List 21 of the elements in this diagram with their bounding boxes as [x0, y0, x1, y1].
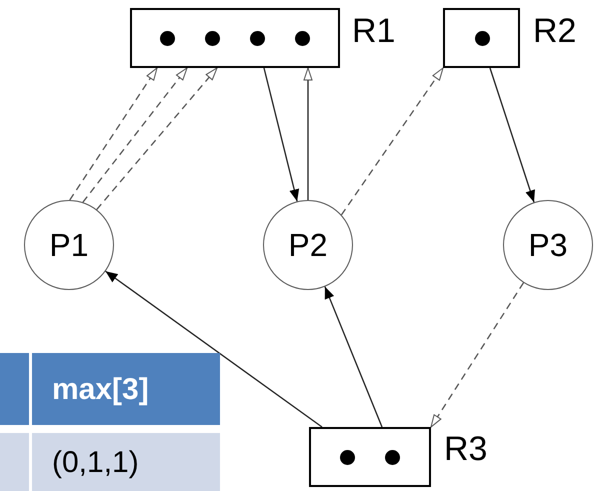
arrow [105, 270, 322, 428]
arrow [324, 286, 383, 428]
resource-label: R2 [533, 14, 576, 48]
dashed-arrow [340, 68, 444, 216]
arrow [263, 68, 300, 202]
process-label: P2 [288, 229, 328, 261]
arrow [304, 68, 312, 200]
header-text: max[3] [52, 372, 149, 408]
resource-box [309, 427, 431, 487]
dashed-arrow [82, 68, 188, 203]
dashed-arrow [430, 282, 524, 428]
resource-label: R1 [352, 14, 396, 48]
resource-box [130, 8, 340, 68]
process-label: P3 [528, 229, 568, 261]
dashed-arrow [96, 68, 218, 210]
dashed-arrow [69, 68, 158, 200]
resource-label: R3 [444, 432, 488, 466]
resource-box [443, 8, 520, 68]
process-label: P1 [49, 229, 89, 261]
arrow [489, 68, 535, 202]
cell-text: (0,1,1) [52, 444, 139, 480]
